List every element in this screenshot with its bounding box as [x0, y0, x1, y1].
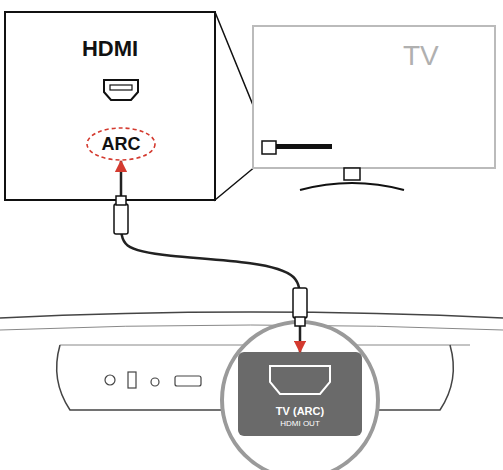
node-text: ARC: [102, 134, 141, 155]
soundbar-body: [372, 345, 453, 410]
tv-screen-outline: [253, 26, 495, 168]
soundbar-edge: [0, 325, 503, 330]
node-text: HDMI OUT: [280, 419, 320, 428]
node-text: TV (ARC): [276, 405, 324, 418]
zoom-inset-box: ARC HDMI: [5, 12, 215, 200]
soundbar-top: [0, 312, 503, 318]
port-panel: [238, 352, 362, 436]
soundbar-body: [57, 345, 230, 410]
hdmi-plug: [293, 288, 307, 318]
usb-port: [128, 372, 136, 388]
tv-port-marker: [262, 141, 276, 154]
hdmi-plug-tip: [295, 317, 305, 326]
arc-label-ellipse: ARC: [86, 127, 156, 161]
node-text: HDMI: [82, 36, 138, 61]
power-jack: [105, 375, 115, 385]
hdmi-cable: [121, 161, 300, 352]
hdmi-plug: [114, 204, 128, 234]
tv-screen: TV: [253, 26, 495, 168]
hdmi-port-pins: [110, 85, 132, 90]
tv-stand-neck: [344, 168, 360, 180]
node-text: TV: [403, 40, 439, 72]
zoom-inset: [5, 12, 215, 200]
aux-jack: [151, 378, 159, 386]
hdmi-out-port: [270, 366, 330, 394]
port-label-panel: TV (ARC)HDMI OUT: [238, 352, 362, 436]
small-hdmi-port: [175, 376, 201, 386]
tv-stand-base: [300, 183, 404, 190]
hdmi-plug-tip: [116, 196, 126, 205]
hdmi-port: [104, 80, 138, 100]
